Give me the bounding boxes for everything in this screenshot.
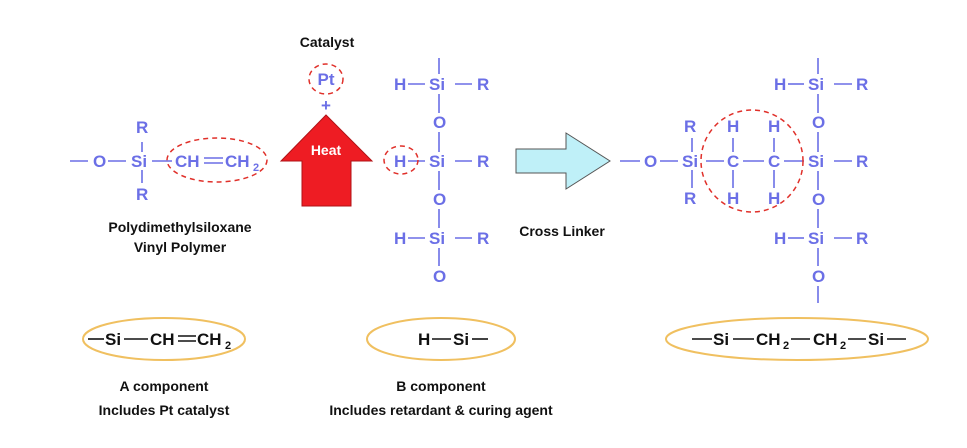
- b-component-label: B component: [396, 378, 486, 394]
- svg-text:C: C: [727, 152, 739, 171]
- svg-text:H: H: [774, 75, 786, 94]
- svg-text:H: H: [768, 117, 780, 136]
- svg-text:H: H: [727, 189, 739, 208]
- cross-linker-label: Cross Linker: [519, 223, 605, 239]
- svg-text:O: O: [812, 267, 825, 286]
- heat-arrow: [279, 114, 374, 207]
- svg-text:CH: CH: [813, 330, 838, 349]
- svg-text:H: H: [774, 229, 786, 248]
- reaction-arrow: [515, 132, 611, 190]
- svg-text:O: O: [812, 190, 825, 209]
- svg-text:R: R: [136, 118, 148, 137]
- svg-text:O: O: [812, 113, 825, 132]
- svg-text:O: O: [93, 152, 106, 171]
- pt-highlight: [308, 63, 344, 95]
- svg-text:R: R: [856, 229, 868, 248]
- svg-text:Si: Si: [105, 330, 121, 349]
- polymer-name-line2: Vinyl Polymer: [134, 239, 227, 255]
- svg-text:2: 2: [225, 340, 231, 352]
- svg-text:Si: Si: [808, 152, 824, 171]
- product-linkage-pill: Si CH 2 CH 2 Si: [665, 317, 929, 361]
- svg-text:H: H: [394, 75, 406, 94]
- heat-label: Heat: [311, 142, 342, 158]
- svg-text:Si: Si: [713, 330, 729, 349]
- svg-text:H: H: [418, 330, 430, 349]
- svg-text:O: O: [433, 190, 446, 209]
- crosslinked-product-structure: O Si R R C H H C H H Si R O H Si R O H: [620, 58, 868, 303]
- svg-text:Si: Si: [429, 152, 445, 171]
- svg-text:R: R: [684, 117, 696, 136]
- svg-text:2: 2: [783, 340, 789, 352]
- svg-text:CH: CH: [756, 330, 781, 349]
- svg-text:H: H: [727, 117, 739, 136]
- new-bond-highlight: [700, 109, 804, 213]
- svg-text:Si: Si: [868, 330, 884, 349]
- svg-text:Si: Si: [682, 152, 698, 171]
- svg-text:R: R: [856, 152, 868, 171]
- svg-text:Si: Si: [429, 75, 445, 94]
- a-component-label: A component: [120, 378, 209, 394]
- si-h-highlight: [383, 145, 419, 175]
- svg-text:Si: Si: [808, 229, 824, 248]
- svg-text:2: 2: [840, 340, 846, 352]
- svg-text:O: O: [433, 113, 446, 132]
- svg-text:CH: CH: [150, 330, 175, 349]
- svg-text:2: 2: [253, 162, 259, 174]
- a-component-pill: Si CH CH 2: [82, 317, 246, 361]
- svg-text:H: H: [394, 229, 406, 248]
- a-component-note: Includes Pt catalyst: [99, 402, 230, 418]
- svg-text:CH: CH: [225, 152, 250, 171]
- hydrosiloxane-structure: H Si R O H Si R O H Si R O: [383, 58, 489, 286]
- polymer-name-line1: Polydimethylsiloxane: [108, 219, 251, 235]
- svg-text:R: R: [477, 152, 489, 171]
- svg-text:R: R: [136, 185, 148, 204]
- svg-text:Si: Si: [453, 330, 469, 349]
- svg-text:Si: Si: [131, 152, 147, 171]
- svg-text:O: O: [644, 152, 657, 171]
- plus-sign: +: [321, 96, 331, 115]
- b-component-note: Includes retardant & curing agent: [329, 402, 553, 418]
- svg-text:R: R: [477, 75, 489, 94]
- svg-text:O: O: [433, 267, 446, 286]
- svg-text:Si: Si: [429, 229, 445, 248]
- svg-text:CH: CH: [175, 152, 200, 171]
- b-component-pill: H Si: [366, 317, 516, 361]
- svg-text:R: R: [477, 229, 489, 248]
- catalyst-label: Catalyst: [300, 34, 355, 50]
- svg-text:H: H: [394, 152, 406, 171]
- svg-text:Si: Si: [808, 75, 824, 94]
- svg-text:CH: CH: [197, 330, 222, 349]
- vinyl-polymer-structure: O Si R R CH CH 2: [70, 118, 268, 204]
- svg-text:H: H: [768, 189, 780, 208]
- svg-text:C: C: [768, 152, 780, 171]
- svg-text:R: R: [856, 75, 868, 94]
- svg-text:R: R: [684, 189, 696, 208]
- vinyl-highlight: [166, 137, 268, 183]
- platinum-symbol: Pt: [318, 70, 335, 89]
